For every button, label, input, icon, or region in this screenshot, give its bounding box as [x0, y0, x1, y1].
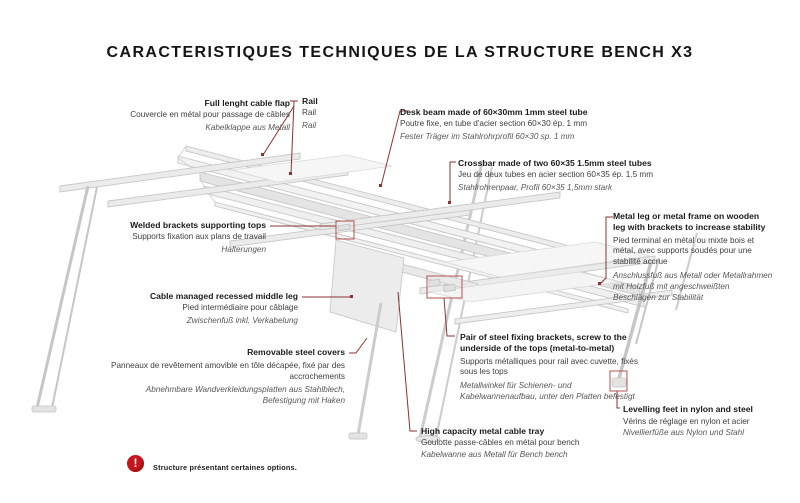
annotation-cable-tray-en: High capacity metal cable tray: [421, 426, 545, 436]
options-note: ! Structure présentant certaines options…: [127, 455, 297, 472]
annotation-cable-tray: High capacity metal cable tray Goulotte …: [421, 425, 636, 461]
annotation-rail-de: Rail: [302, 120, 317, 130]
options-note-text: Structure présentant certaines options.: [153, 463, 298, 472]
annotation-metal-leg: Metal leg or metal frame on wooden leg w…: [613, 211, 773, 303]
annotation-middle-leg-en: Cable managed recessed middle leg: [149, 291, 298, 301]
annotation-welded-brackets-en: Welded brackets supporting tops: [130, 220, 266, 230]
page-title: CARACTERISTIQUES TECHNIQUES DE LA STRUCT…: [106, 44, 694, 61]
annotation-cable-flap-fr: Couvercle en métal pour passage de câble…: [130, 110, 290, 120]
annotation-fixing-brackets-en: Pair of steel fixing brackets, screw to …: [460, 332, 627, 353]
warning-icon: !: [127, 455, 144, 472]
annotation-desk-beam-de: Fester Träger im Stahlrohrprofil 60×30 s…: [400, 131, 575, 141]
annotation-rail-en: Rail: [302, 96, 318, 106]
annotation-crossbar-en: Crossbar made of two 60×35 1.5mm steel t…: [458, 158, 652, 168]
annotation-rail: Rail Rail Rail: [302, 95, 362, 132]
leader-metal-leg: [599, 216, 613, 285]
annotation-removable-covers-en: Removable steel covers: [247, 347, 345, 357]
annotation-middle-leg: Cable managed recessed middle leg Pied i…: [92, 290, 298, 327]
annotation-cable-tray-fr: Goulotte passe-câbles en métal pour benc…: [421, 438, 580, 447]
leader-rail: [290, 100, 295, 175]
annotation-desk-beam-fr: Poutre fixe, en tube d'acier section 60×…: [400, 119, 588, 129]
highlight-welded-bracket: [335, 220, 355, 240]
annotation-crossbar-de: Stahlrohrenpaar, Profil 60×35 1,5mm star…: [458, 182, 613, 192]
annotation-metal-leg-en: Metal leg or metal frame on wooden leg w…: [613, 211, 766, 232]
annotation-crossbar-fr: Jeu de deux tubes en acier section 60×35…: [458, 170, 654, 180]
annotation-crossbar: Crossbar made of two 60×35 1.5mm steel t…: [458, 157, 703, 194]
leader-removable-covers: [349, 337, 368, 354]
highlight-fixing-brackets: [426, 275, 463, 299]
leader-fixing-brackets: [443, 297, 455, 337]
leader-crossbar: [449, 161, 456, 203]
leader-cable-flap: [262, 105, 295, 156]
leader-lines: [261, 100, 620, 432]
highlight-boxes: [335, 220, 628, 392]
annotation-cable-tray-de: Kabelwanne aus Metall für Bench bench: [421, 450, 568, 459]
annotation-desk-beam: Desk beam made of 60×30mm 1mm steel tube…: [400, 106, 635, 143]
annotation-fixing-brackets-fr: Supports métalliques pour rail avec cuve…: [460, 356, 638, 377]
bench-top-panels: [231, 154, 651, 303]
annotation-middle-leg-de: Zwischenfuß inkl. Verkabelung: [186, 315, 298, 325]
annotation-cable-flap: Full lenght cable flap Couvercle en méta…: [52, 97, 290, 134]
annotation-welded-brackets-fr: Supports fixation aux plans de travail: [132, 232, 266, 242]
bench-end-legs: [31, 160, 660, 413]
annotation-levelling-feet-fr: Vérins de réglage en nylon et acier: [623, 416, 750, 426]
annotation-metal-leg-de: Anschlussfuß aus Metall oder Metallrahme…: [613, 270, 773, 302]
annotation-cable-flap-en: Full lenght cable flap: [204, 98, 290, 108]
annotation-fixing-brackets: Pair of steel fixing brackets, screw to …: [460, 332, 645, 403]
annotation-welded-brackets: Welded brackets supporting tops Supports…: [58, 219, 266, 256]
leader-endpoints: [261, 153, 601, 298]
middle-leg-panel: [329, 239, 405, 440]
annotation-fixing-brackets-de: Metallwinkel für Schienen- und Kabelwann…: [460, 381, 635, 401]
annotation-desk-beam-en: Desk beam made of 60×30mm 1mm steel tube: [400, 107, 588, 117]
annotation-middle-leg-fr: Pied intermédiaire pour câblage: [182, 303, 298, 313]
annotation-removable-covers: Removable steel covers Panneaux de revêt…: [110, 347, 345, 407]
annotation-welded-brackets-de: Halterungen: [221, 244, 266, 254]
annotation-levelling-feet-en: Levelling feet in nylon and steel: [623, 404, 753, 414]
annotation-rail-fr: Rail: [302, 108, 317, 118]
annotation-removable-covers-de: Abnehmbare Wandverkleidungsplatten aus S…: [145, 385, 345, 406]
annotation-removable-covers-fr: Panneaux de revêtement amovible en tôle …: [111, 360, 345, 381]
leader-levelling-feet: [616, 391, 620, 409]
annotation-cable-flap-de: Kabelklappe aus Metall: [205, 122, 290, 132]
bracket-details: [337, 223, 456, 293]
leader-desk-beam: [380, 110, 408, 187]
annotation-metal-leg-fr: Pied terminal en métal ou mixte bois et …: [613, 235, 755, 267]
annotation-levelling-feet: Levelling feet in nylon and steel Vérins…: [623, 404, 795, 439]
leader-cable-tray: [397, 291, 417, 432]
highlight-levelling-foot: [609, 370, 628, 392]
annotation-levelling-feet-de: Nivellierfüße aus Nylon und Stahl: [623, 428, 745, 437]
